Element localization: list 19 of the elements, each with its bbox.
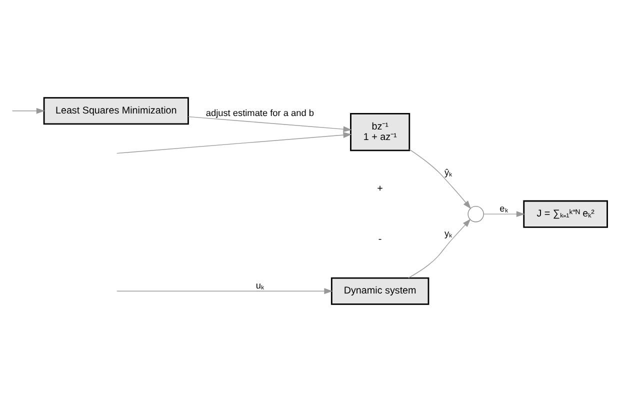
label: + <box>377 182 383 194</box>
arrow <box>188 116 352 132</box>
node-box: Least Squares Minimization <box>43 96 189 124</box>
node-box: bz⁻¹ 1 + az⁻¹ <box>350 112 410 151</box>
edge-label: ŷₖ <box>444 166 452 177</box>
node-box: J = ∑ₖ₌₁ᵏ⁼ᴺ eₖ² <box>523 200 608 228</box>
edge-label: eₖ <box>500 203 508 214</box>
arrow <box>116 132 352 154</box>
node-box: Dynamic system <box>330 276 430 304</box>
arrow <box>116 288 333 294</box>
edge-label: yₖ <box>444 228 452 238</box>
node-circle <box>468 205 484 222</box>
edge-label: uₖ <box>256 280 264 290</box>
arrow <box>408 218 471 278</box>
edge-label: adjust estimate for a and b <box>206 108 314 118</box>
arrow <box>483 210 525 217</box>
label: - <box>378 234 382 245</box>
arrow <box>409 148 472 208</box>
arrow <box>12 107 45 114</box>
